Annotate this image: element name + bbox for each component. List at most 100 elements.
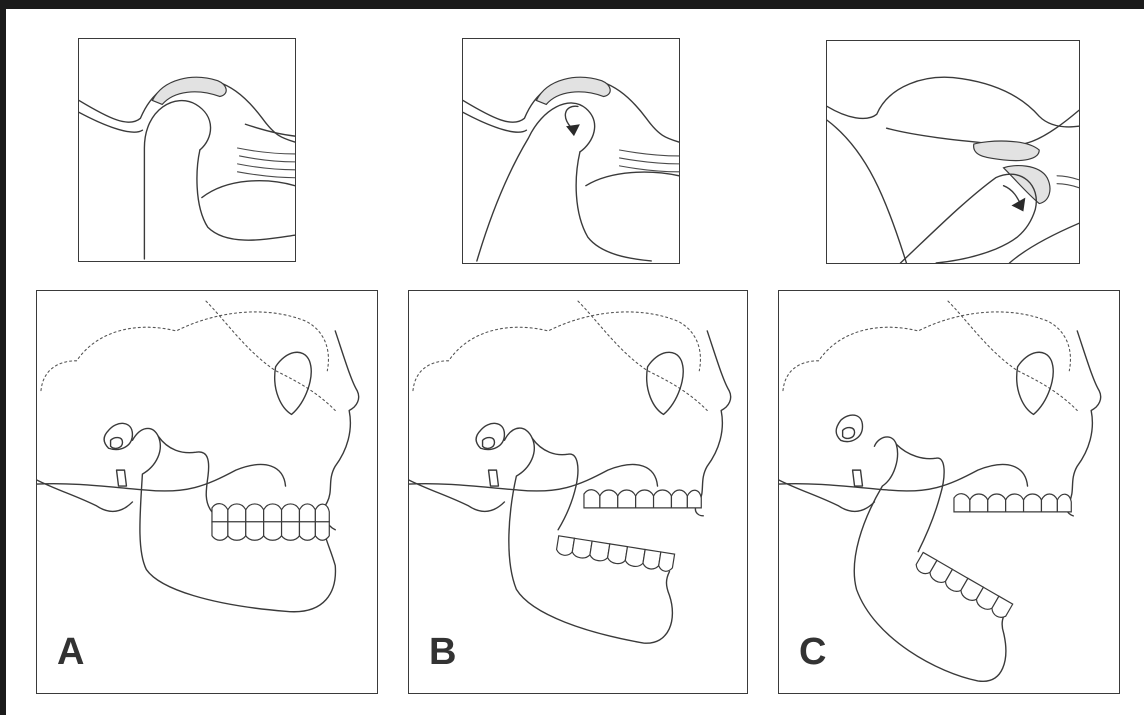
upper-tooth [600, 490, 618, 508]
ligament-line-2 [1057, 184, 1079, 188]
upper-tooth [618, 490, 636, 508]
upper-tooth [988, 494, 1006, 512]
lower-tooth [299, 522, 315, 540]
upper-tooth [654, 490, 672, 508]
articular-disc [152, 77, 226, 104]
upper-tooth [246, 504, 264, 522]
ligament-line-2 [238, 148, 295, 154]
skull-b-drawing [409, 291, 747, 693]
ligament-line-3 [620, 166, 679, 172]
lower-teeth-row [556, 536, 675, 573]
cranium-outline [783, 312, 1070, 391]
tmj-inset-c [826, 40, 1080, 264]
condyle-outline [900, 174, 1036, 263]
lower-tooth [264, 522, 282, 540]
coronoid-notch [158, 436, 212, 512]
lower-teeth-row [212, 522, 329, 540]
face-profile [695, 331, 730, 516]
skull-panel-c: C [778, 290, 1120, 694]
ligament-line-4 [238, 164, 295, 170]
lower-tooth [607, 544, 628, 565]
muscle-outline [586, 172, 679, 186]
lower-tooth [642, 549, 661, 570]
posterior-band [1004, 166, 1050, 204]
upper-tooth [1006, 494, 1024, 512]
upper-tooth [584, 490, 600, 508]
articular-disc [974, 141, 1040, 161]
upper-tooth [315, 504, 329, 522]
upper-tooth [636, 490, 654, 508]
upper-tooth [671, 490, 687, 508]
ear-canal [104, 423, 132, 449]
coronoid-notch [532, 438, 578, 529]
posterior-skull-line [827, 120, 906, 263]
ramus-posterior [197, 150, 295, 240]
orbit [275, 352, 311, 414]
upper-tooth [954, 494, 970, 512]
frame-left-border [0, 0, 6, 715]
zygomatic-arch [409, 465, 658, 492]
coronal-suture [948, 301, 1077, 410]
upper-tooth [687, 490, 701, 508]
ramus-line [1009, 223, 1078, 263]
upper-teeth-row [584, 490, 701, 508]
lower-tooth [658, 552, 675, 572]
tmj-inset-a [78, 38, 296, 262]
lower-tooth [246, 522, 264, 540]
upper-tooth [1024, 494, 1042, 512]
ear-canal-inner [111, 438, 123, 449]
tmj-inset-b [462, 38, 680, 264]
tmj-inset-c-drawing [827, 41, 1079, 263]
ear-canal [476, 423, 504, 449]
ligament-line-1 [1057, 176, 1079, 180]
skull-c-drawing [779, 291, 1119, 693]
lower-tooth [625, 547, 646, 568]
panel-label-b: B [429, 633, 456, 671]
coronal-suture [206, 301, 335, 410]
ramus-posterior [576, 152, 651, 261]
cranium-outline [413, 312, 700, 391]
orbit [1017, 352, 1053, 414]
zygomatic-arch [779, 465, 1028, 492]
upper-tooth [264, 504, 282, 522]
eminence-lower-curve [887, 110, 1079, 145]
upper-tooth [212, 504, 228, 522]
ligament-line-3 [240, 156, 295, 162]
mastoid [853, 470, 863, 486]
mastoid [117, 470, 127, 486]
face-profile [324, 331, 359, 530]
coronal-suture [578, 301, 707, 410]
mastoid [489, 470, 499, 486]
upper-tooth [282, 504, 300, 522]
orbit [647, 352, 683, 414]
lower-teeth-row [914, 552, 1013, 620]
upper-tooth [1041, 494, 1057, 512]
panel-label-c: C [799, 633, 826, 671]
skull-panel-b: B [408, 290, 748, 694]
mandible-outline [504, 428, 672, 643]
ligament-line-5 [238, 172, 295, 178]
articular-eminence-outline [827, 77, 1079, 127]
lower-tooth [589, 541, 610, 562]
upper-tooth [1057, 494, 1071, 512]
rotation-arrow-head [566, 124, 580, 136]
frame-top-border [0, 0, 1144, 9]
coronoid-notch [896, 444, 944, 551]
upper-teeth-row [212, 504, 329, 522]
skull-a-drawing [37, 291, 377, 693]
ear-canal-inner [843, 428, 855, 439]
lower-tooth [228, 522, 246, 540]
upper-tooth [299, 504, 315, 522]
articular-disc [536, 77, 610, 104]
tmj-inset-b-drawing [463, 39, 679, 263]
upper-teeth-row [954, 494, 1071, 512]
ligament-line-1 [245, 124, 295, 136]
face-profile [1066, 331, 1100, 516]
lower-tooth [315, 522, 329, 540]
upper-tooth [970, 494, 988, 512]
cranium-outline [41, 312, 328, 391]
muscle-outline [202, 181, 295, 198]
upper-tooth [228, 504, 246, 522]
lower-tooth [572, 538, 593, 559]
